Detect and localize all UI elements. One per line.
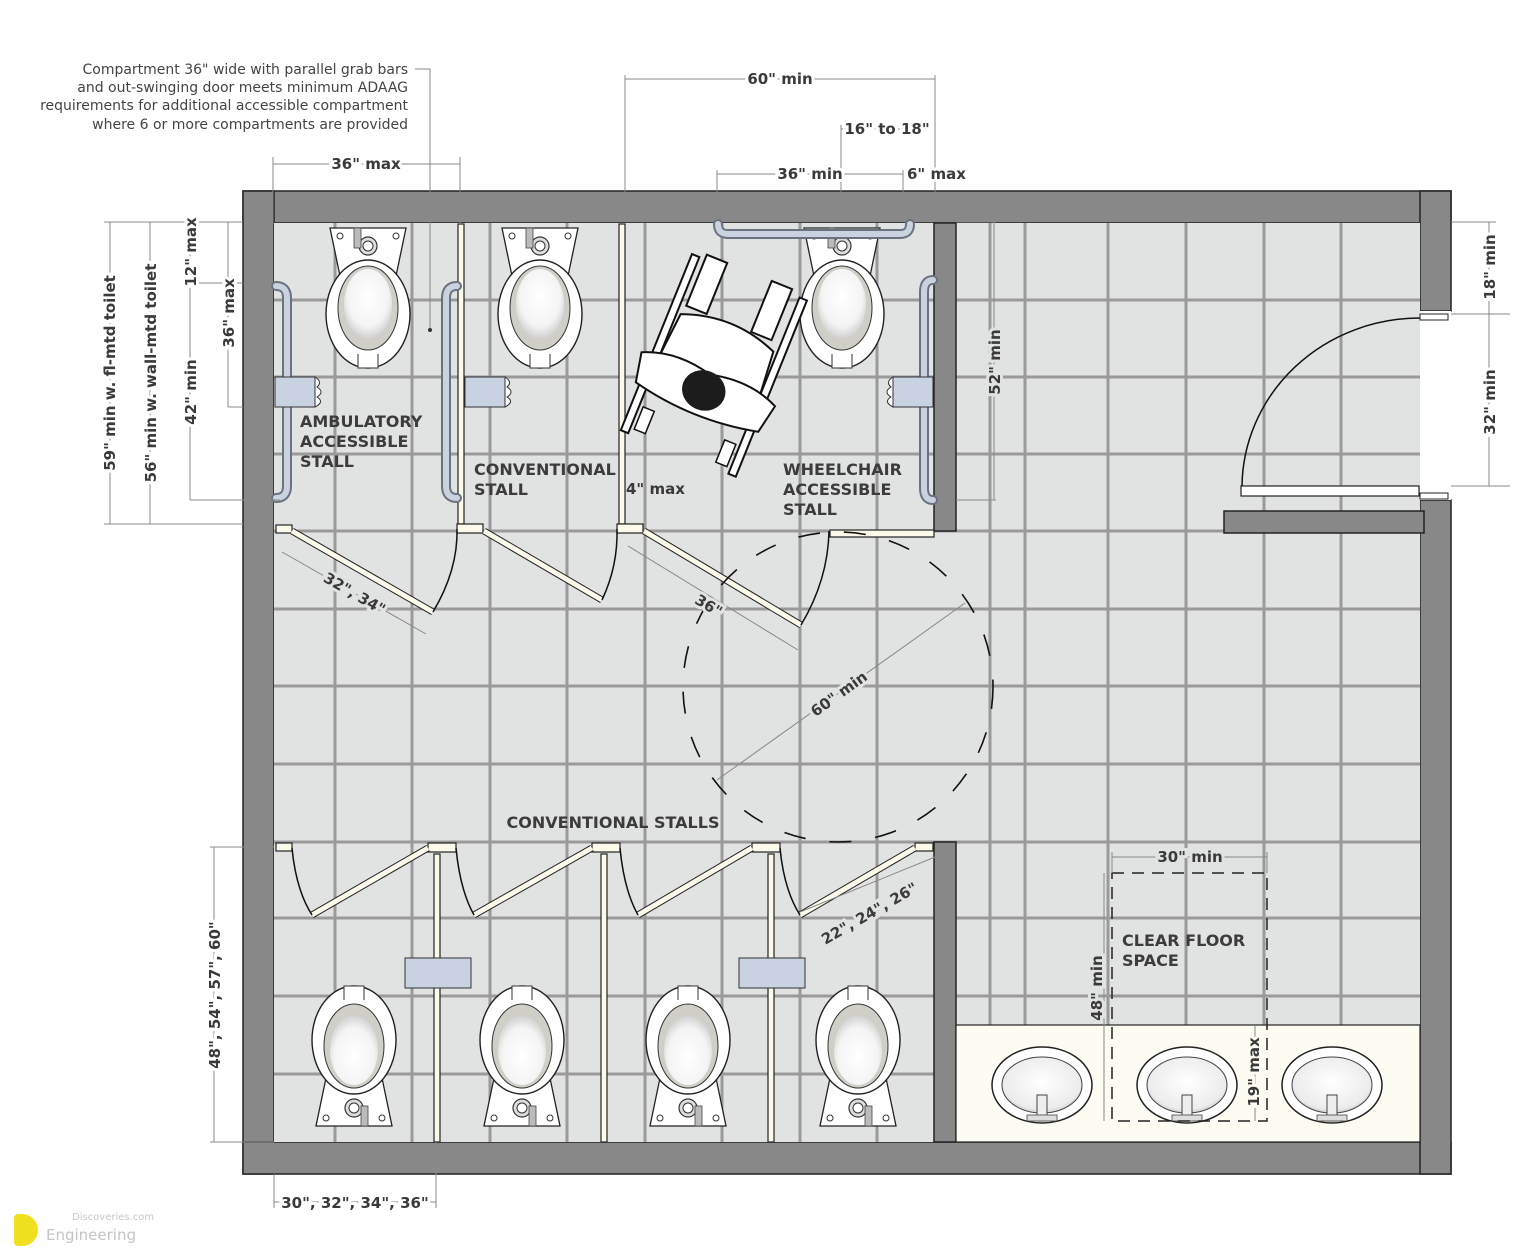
dim-centerline: 16" to 18" bbox=[844, 120, 929, 138]
svg-text:52" min: 52" min bbox=[986, 329, 1004, 394]
label-clear-floor-2: SPACE bbox=[1122, 951, 1179, 970]
svg-text:42" min: 42" min bbox=[182, 359, 200, 424]
label-clear-floor-1: CLEAR FLOOR bbox=[1122, 931, 1245, 950]
svg-text:6" max: 6" max bbox=[907, 165, 966, 183]
dim-bar-offset: 12" max bbox=[182, 217, 200, 287]
svg-text:36" max: 36" max bbox=[220, 278, 238, 348]
toilet-conventional-1 bbox=[311, 985, 397, 1127]
stall-partitions-bottom bbox=[275, 842, 934, 1143]
toilet-wheelchair bbox=[799, 227, 885, 369]
watermark: Discoveries.com Engineering bbox=[10, 1212, 170, 1248]
label-conventional-2: STALL bbox=[474, 480, 528, 499]
svg-text:48" min: 48" min bbox=[1088, 955, 1106, 1020]
note-line-3: requirements for additional accessible c… bbox=[40, 98, 408, 114]
wheelchair-user-figure bbox=[619, 252, 809, 478]
stall-doors-bottom bbox=[291, 844, 917, 919]
toilet-conventional-top bbox=[497, 227, 583, 369]
entry-door bbox=[1240, 313, 1449, 500]
svg-text:18" min: 18" min bbox=[1481, 234, 1499, 299]
dim-ambulatory-width: 36" max bbox=[331, 155, 401, 173]
svg-text:48", 54", 57", 60": 48", 54", 57", 60" bbox=[206, 921, 224, 1069]
room-labels: AMBULATORY ACCESSIBLE STALL CONVENTIONAL… bbox=[300, 412, 1245, 970]
svg-text:36" max: 36" max bbox=[331, 155, 401, 173]
svg-text:56" min w. wall-mtd toilet: 56" min w. wall-mtd toilet bbox=[142, 264, 160, 483]
toilet-paper-holder bbox=[274, 376, 322, 408]
note-line-2: and out-swinging door meets minimum ADAA… bbox=[77, 80, 408, 96]
label-wheelchair-1: WHEELCHAIR bbox=[783, 460, 902, 479]
svg-text:36" min: 36" min bbox=[777, 165, 842, 183]
label-ambulatory-3: STALL bbox=[300, 452, 354, 471]
label-conventional-stalls: CONVENTIONAL STALLS bbox=[507, 813, 720, 832]
dim-lav-depth: 48" min bbox=[1088, 955, 1106, 1020]
dim-gap: 4" max bbox=[626, 480, 685, 498]
dim-lav-knee: 19" max bbox=[1245, 1037, 1263, 1107]
callout-note: Compartment 36" wide with parallel grab … bbox=[40, 62, 408, 133]
svg-text:16" to 18": 16" to 18" bbox=[844, 120, 929, 138]
svg-text:30" min: 30" min bbox=[1157, 848, 1222, 866]
label-ambulatory-1: AMBULATORY bbox=[300, 412, 423, 431]
label-wheelchair-3: STALL bbox=[783, 500, 837, 519]
dim-floor-mounted: 59" min w. fl-mtd toilet bbox=[101, 275, 119, 471]
svg-text:12" max: 12" max bbox=[182, 217, 200, 287]
dim-side-bar: 42" min bbox=[182, 359, 200, 424]
svg-text:59" min w. fl-mtd toilet: 59" min w. fl-mtd toilet bbox=[101, 275, 119, 471]
note-line-1: Compartment 36" wide with parallel grab … bbox=[82, 62, 408, 78]
dim-door-width: 32" min bbox=[1481, 369, 1499, 434]
svg-text:30", 32", 34", 36": 30", 32", 34", 36" bbox=[281, 1194, 429, 1212]
note-line-4: where 6 or more compartments are provide… bbox=[92, 117, 408, 133]
interior-walls bbox=[933, 222, 1425, 1143]
label-ambulatory-2: ACCESSIBLE bbox=[300, 432, 408, 451]
dimension-lines bbox=[104, 68, 1510, 1208]
turning-circle bbox=[682, 531, 994, 843]
svg-text:60" min: 60" min bbox=[747, 70, 812, 88]
dim-wall-mounted: 56" min w. wall-mtd toilet bbox=[142, 264, 160, 483]
label-wheelchair-2: ACCESSIBLE bbox=[783, 480, 891, 499]
toilet-conventional-4 bbox=[815, 985, 901, 1127]
watermark-logo-icon bbox=[14, 1214, 38, 1246]
watermark-bottom-text: Engineering bbox=[46, 1226, 136, 1244]
svg-text:19" max: 19" max bbox=[1245, 1037, 1263, 1107]
stall-doors-top bbox=[290, 527, 830, 629]
dim-wc-side-bar: 52" min bbox=[986, 329, 1004, 394]
dim-latch-clearance: 18" min bbox=[1481, 234, 1499, 299]
lavatory-sink-2 bbox=[1136, 1046, 1238, 1124]
toilet-paper-holder-bottom bbox=[404, 957, 806, 989]
lavatory-sink-3 bbox=[1281, 1046, 1383, 1124]
lavatory-sink-1 bbox=[991, 1046, 1093, 1124]
toilet-paper-holder bbox=[886, 376, 934, 408]
dim-conventional-depth: 48", 54", 57", 60" bbox=[206, 921, 224, 1069]
dim-lav-width: 30" min bbox=[1157, 848, 1222, 866]
dim-bar-from-wall: 36" max bbox=[220, 278, 238, 348]
dim-rear-bar-offset: 6" max bbox=[907, 165, 966, 183]
clear-floor-space-box bbox=[1111, 872, 1268, 1122]
svg-text:32" min: 32" min bbox=[1481, 369, 1499, 434]
dim-wheelchair-width: 60" min bbox=[747, 70, 812, 88]
dim-rear-bar: 36" min bbox=[777, 165, 842, 183]
toilet-paper-holder bbox=[464, 376, 512, 408]
watermark-top-text: Discoveries.com bbox=[72, 1212, 155, 1223]
toilet-conventional-2 bbox=[479, 985, 565, 1127]
toilet-conventional-3 bbox=[645, 985, 731, 1127]
label-conventional-1: CONVENTIONAL bbox=[474, 460, 616, 479]
toilet-ambulatory bbox=[325, 227, 411, 369]
dim-conventional-width: 30", 32", 34", 36" bbox=[281, 1194, 429, 1212]
stall-partitions-top bbox=[275, 223, 935, 538]
